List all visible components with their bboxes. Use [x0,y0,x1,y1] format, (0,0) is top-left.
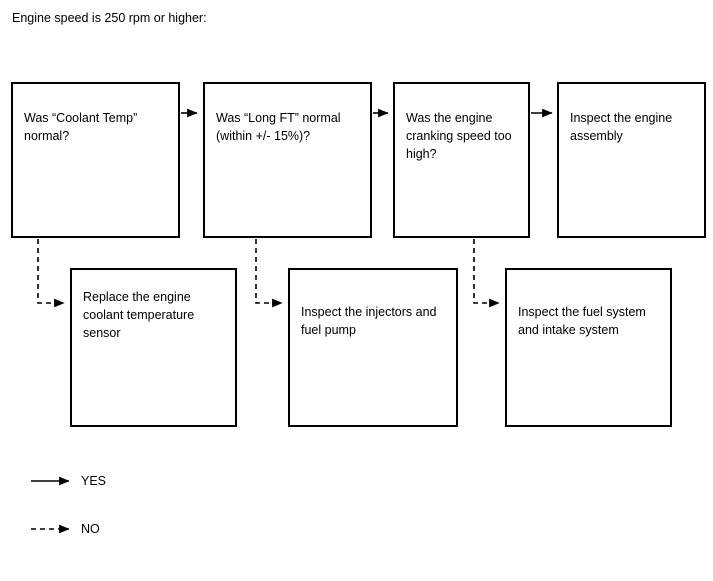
node-label: Inspect the engine assembly [570,111,673,143]
node-label: Inspect the fuel system and intake syste… [518,305,646,337]
legend-yes-label: YES [81,474,107,488]
node-cranking-speed[interactable]: Was the engine cranking speed too high? [393,82,530,238]
node-replace-ect-sensor[interactable]: Replace the engine coolant temperature s… [70,268,237,427]
node-label: Inspect the injectors and fuel pump [301,305,437,337]
diagram-caption: Engine speed is 250 rpm or higher: [12,11,207,25]
edge-no-coolant-to-sensor [37,239,65,308]
edge-no-cranking-to-fuel-intake [473,239,500,308]
node-inspect-injectors-fuel-pump[interactable]: Inspect the injectors and fuel pump [288,268,458,427]
node-coolant-temp[interactable]: Was “Coolant Temp” normal? [11,82,180,238]
edge-no-longft-to-injectors [255,239,283,308]
node-long-ft[interactable]: Was “Long FT” normal (within +/- 15%)? [203,82,372,238]
node-label: Was “Coolant Temp” normal? [24,111,138,143]
node-inspect-engine-assembly[interactable]: Inspect the engine assembly [557,82,706,238]
node-label: Replace the engine coolant temperature s… [83,290,195,340]
node-inspect-fuel-intake[interactable]: Inspect the fuel system and intake syste… [505,268,672,427]
node-label: Was “Long FT” normal (within +/- 15%)? [216,111,341,143]
legend-no-label: NO [81,522,100,536]
node-label: Was the engine cranking speed too high? [406,111,512,161]
